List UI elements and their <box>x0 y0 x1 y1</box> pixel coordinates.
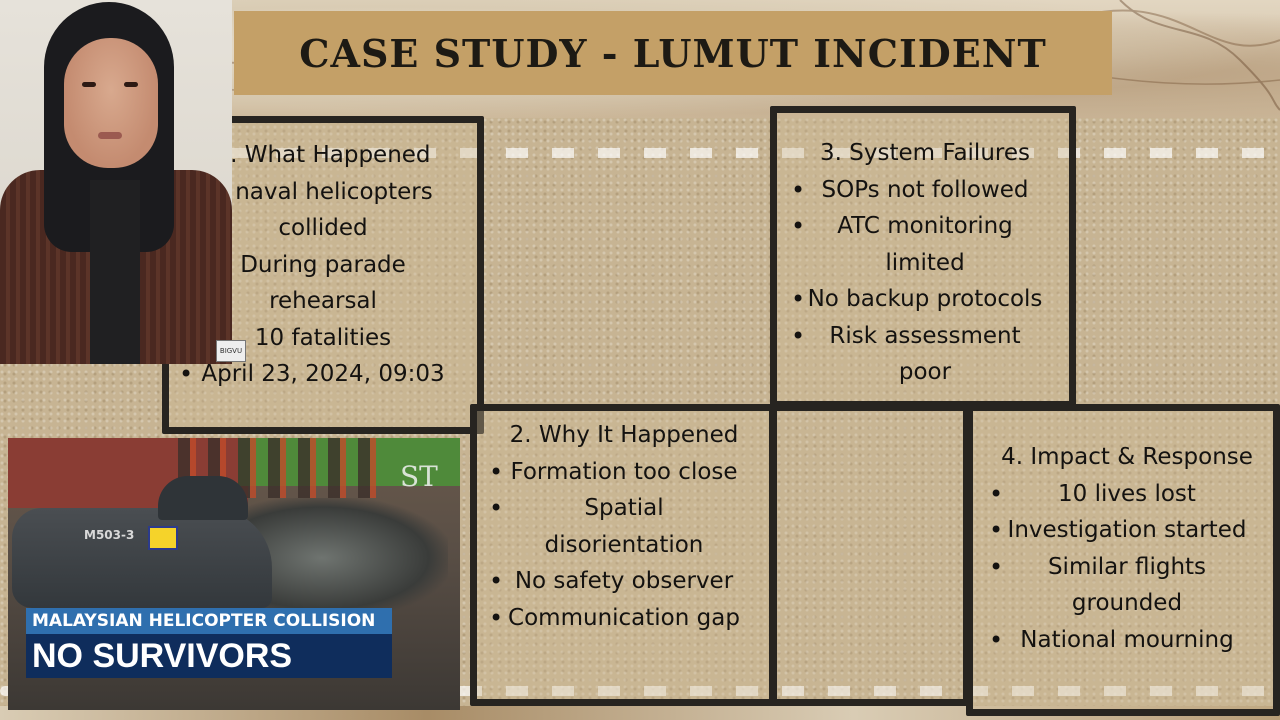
box4-bullet: National mourning <box>985 622 1269 659</box>
helicopter-top <box>158 476 248 520</box>
box3-heading: 3. System Failures <box>820 140 1030 166</box>
box2-heading: 2. Why It Happened <box>509 422 739 448</box>
box3-bullet: ATC monitoring <box>787 208 1063 245</box>
helicopter-wreck <box>12 508 272 608</box>
box3-bullet-cont: poor <box>898 359 952 385</box>
presenter-face <box>64 38 158 168</box>
box4-bullet: Investigation started <box>985 512 1269 549</box>
eye-icon <box>124 82 138 87</box>
box4-bullet-cont: grounded <box>1071 590 1183 616</box>
impact-response-box: 4. Impact & Response 10 lives lost Inves… <box>966 404 1280 716</box>
bigvu-watermark: BIGVU <box>216 340 246 362</box>
box4-bullet: 10 lives lost <box>985 476 1269 513</box>
box2-bullet: No safety observer <box>485 563 763 600</box>
box1-line: During parade <box>240 251 406 278</box>
stitch-line-bottom <box>0 686 1280 696</box>
box2-bullet-cont: disorientation <box>544 531 704 558</box>
news-headline-bottom: NO SURVIVORS <box>26 634 392 678</box>
box1-heading: 1. What Happened <box>215 142 431 168</box>
box3-bullet: SOPs not followed <box>787 172 1063 209</box>
presenter-video <box>0 0 232 364</box>
box1-line: rehearsal <box>269 288 377 314</box>
stitch-line-top <box>0 148 1280 158</box>
eye-icon <box>82 82 96 87</box>
box2-bullet: Formation too close <box>485 454 763 491</box>
mouth-icon <box>98 132 122 139</box>
box1-line: 10 fatalities <box>254 324 392 351</box>
system-failures-box: 3. System Failures SOPs not followed ATC… <box>770 106 1076 408</box>
box2-bullet: Spatial <box>485 490 763 527</box>
box3-bullet-cont: limited <box>885 249 965 276</box>
news-lower-third: MALAYSIAN HELICOPTER COLLISION NO SURVIV… <box>26 608 392 678</box>
box1-line: collided <box>278 215 368 241</box>
presenter-scarf <box>90 180 140 364</box>
box4-bullet: Similar flights <box>985 549 1269 586</box>
box2-bullet: Communication gap <box>485 600 763 637</box>
box3-bullet: No backup protocols <box>787 281 1063 318</box>
box3-bullet: Risk assessment <box>787 318 1063 355</box>
news-headline-top: MALAYSIAN HELICOPTER COLLISION <box>26 608 392 634</box>
box4-heading: 4. Impact & Response <box>1001 444 1253 470</box>
helicopter-registration: M503-3 <box>84 528 135 542</box>
slide-title: CASE STUDY - LUMUT INCIDENT <box>299 30 1047 76</box>
why-it-happened-box: 2. Why It Happened Formation too close S… <box>470 404 776 706</box>
st-logo: ST <box>400 460 438 493</box>
news-photo: M503-3 ST MALAYSIAN HELICOPTER COLLISION… <box>8 438 460 710</box>
roundel-icon <box>148 526 178 550</box>
empty-frame <box>770 404 970 706</box>
box1-line: 2 naval helicopters <box>213 178 433 205</box>
box1-bullet: April 23, 2024, 09:03 <box>175 356 471 393</box>
news-debris <box>238 498 448 618</box>
title-banner: CASE STUDY - LUMUT INCIDENT <box>234 11 1112 95</box>
